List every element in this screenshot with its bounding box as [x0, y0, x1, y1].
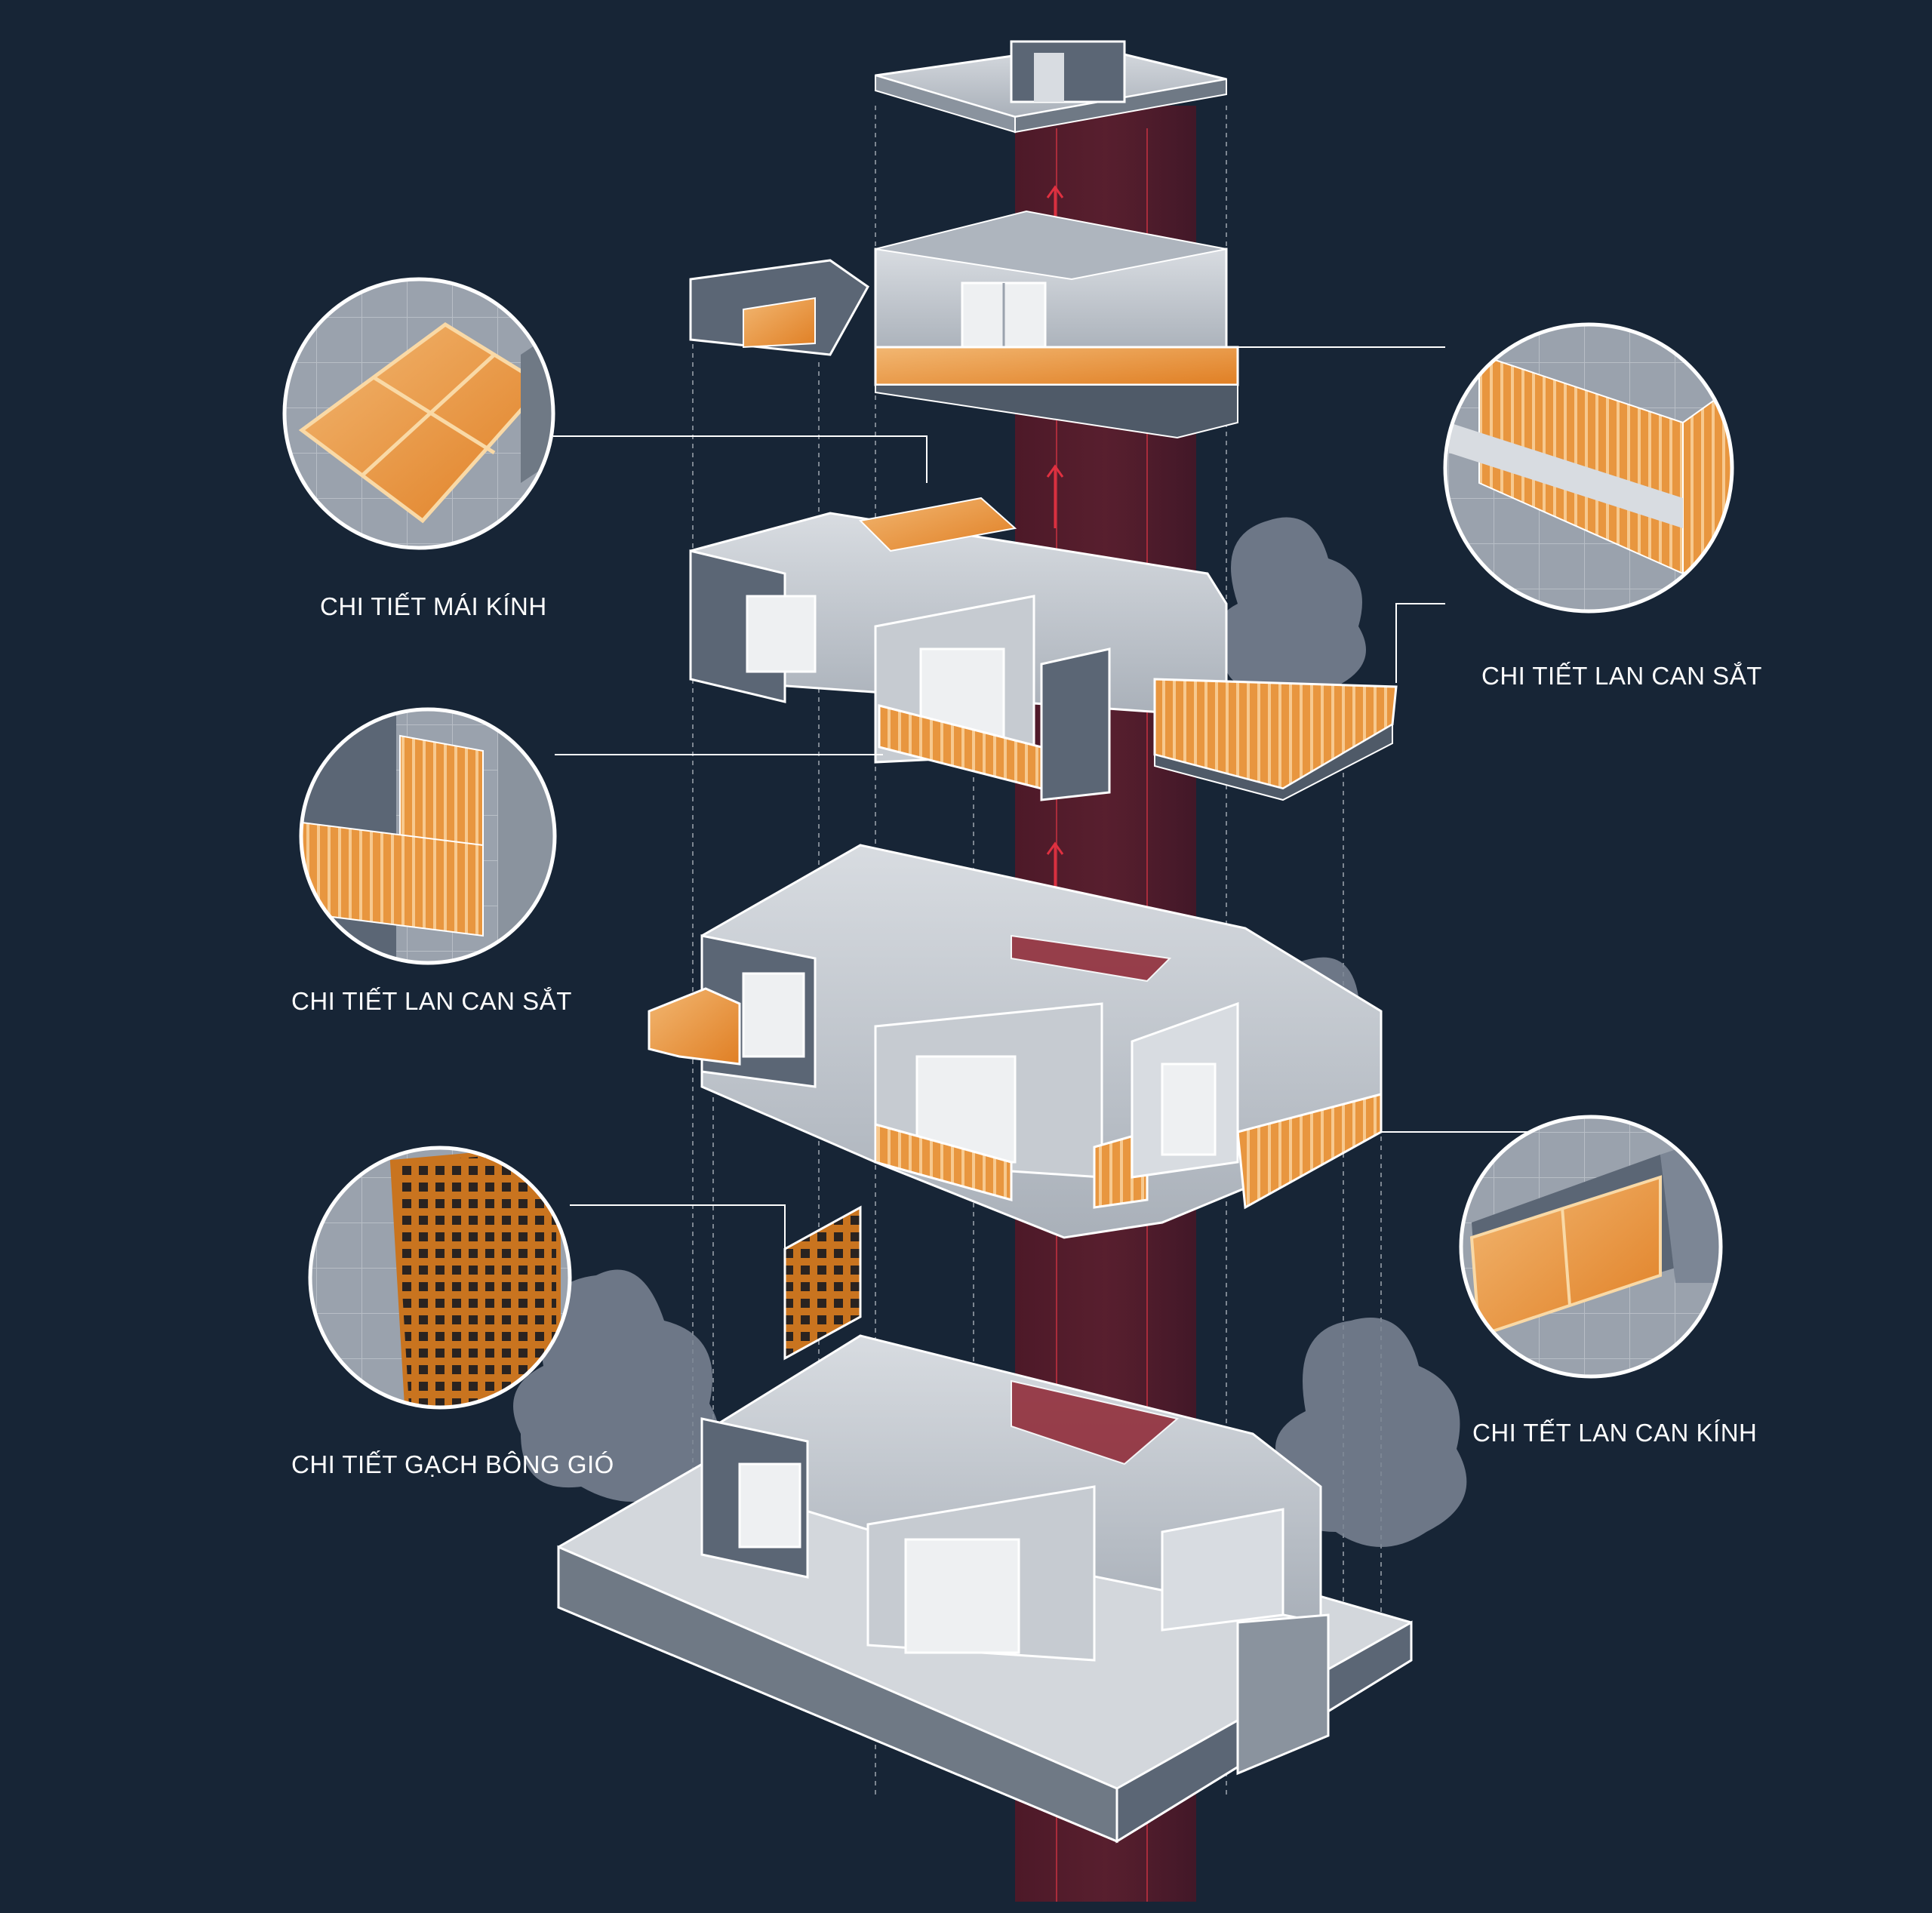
- level-4: [689, 210, 1239, 439]
- glass-railing-detail-icon: [1459, 1115, 1723, 1379]
- tree-silhouettes: [513, 517, 1467, 1547]
- label-iron-railing-left: CHI TIẾT LAN CAN SẮT: [291, 987, 572, 1015]
- level-1-ground: [557, 1334, 1413, 1844]
- iron-railing-detail-icon: [1443, 322, 1734, 614]
- label-iron-railing-right: CHI TIẾT LAN CAN SẮT: [1481, 662, 1762, 690]
- glass-roof-detail-icon: [282, 277, 555, 550]
- label-glass-roof: CHI TIẾT MÁI KÍNH: [320, 592, 547, 620]
- iron-railing-detail-icon: [299, 707, 557, 965]
- breeze-block-detail-icon: [308, 1146, 572, 1410]
- breeze-block-wall: [783, 1205, 862, 1361]
- level-2: [648, 844, 1383, 1239]
- leader-lines: [553, 346, 1537, 1283]
- roof-level: [875, 40, 1227, 134]
- label-glass-railing: CHI TẾT LAN CAN KÍNH: [1472, 1419, 1758, 1447]
- label-breeze-block: CHI TIẾT GẠCH BÔNG GIÓ: [291, 1450, 614, 1478]
- level-3: [689, 497, 1398, 801]
